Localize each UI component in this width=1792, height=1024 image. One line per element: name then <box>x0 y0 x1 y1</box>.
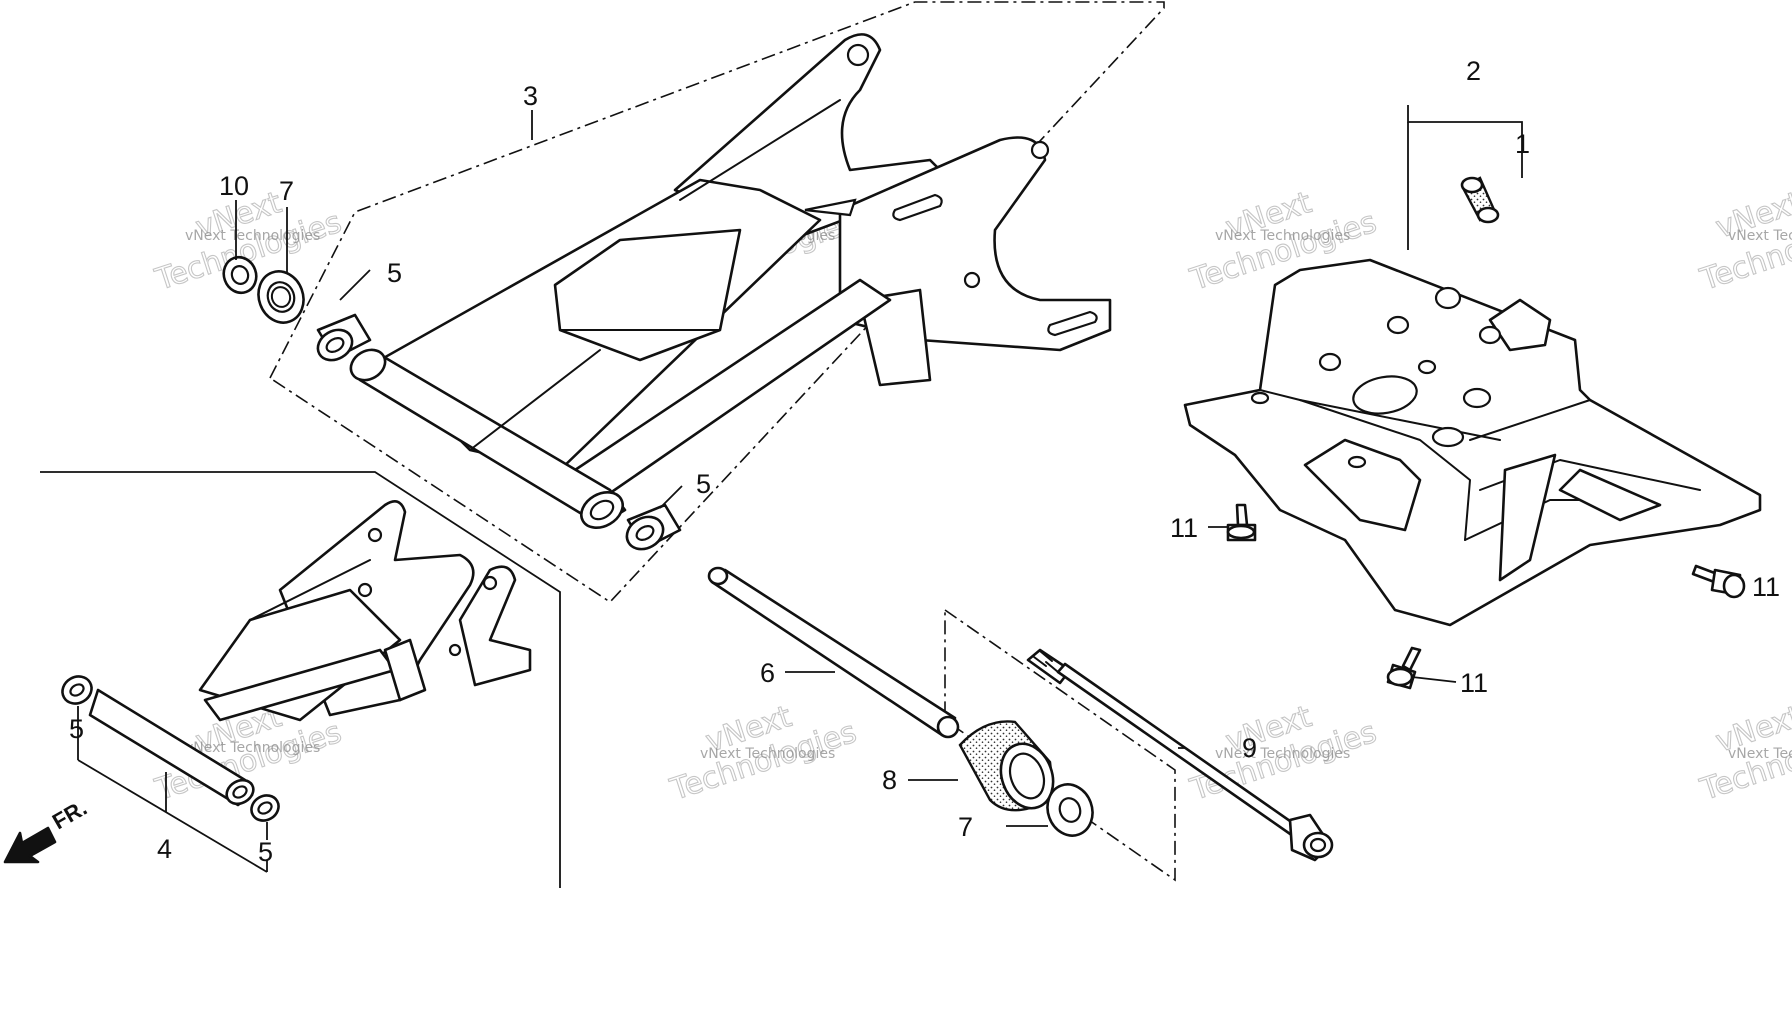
callout-7-b: 7 <box>958 812 973 842</box>
flange-bolt-11-right <box>1691 564 1746 599</box>
svg-text:vNext Technologies: vNext Technologies <box>1215 746 1350 762</box>
callout-3: 3 <box>523 81 538 111</box>
callout-11-c: 11 <box>1460 668 1488 698</box>
callout-8: 8 <box>882 765 897 795</box>
bushing-5-lower <box>625 503 682 551</box>
swingarm-cover-2 <box>1183 258 1762 627</box>
cap-1 <box>1460 176 1500 224</box>
front-direction-arrow: FR. <box>3 795 91 864</box>
callout-10: 10 <box>219 171 249 201</box>
callout-11-b: 11 <box>1752 572 1780 602</box>
pivot-bolt-frame <box>944 608 1176 882</box>
watermark-6: vNext Technologies vNext Technologies <box>665 699 861 809</box>
callout-2: 2 <box>1466 56 1481 86</box>
watermark-7: vNext Technologies vNext Technologies <box>1185 699 1381 809</box>
callout-9: 9 <box>1242 733 1257 763</box>
swingarm-main <box>349 33 1112 529</box>
bushing-5-inset-left <box>61 675 93 705</box>
pivot-bolt-9 <box>1026 648 1334 862</box>
swingarm-inset <box>88 500 532 807</box>
callout-6: 6 <box>760 658 775 688</box>
bushing-5-inset-right <box>250 794 280 822</box>
svg-text:vNext Technologies: vNext Technologies <box>1728 746 1792 762</box>
callout-1: 1 <box>1515 129 1530 159</box>
callout-11-a: 11 <box>1170 513 1198 543</box>
dust-seal-7-upper <box>257 270 305 324</box>
callout-labels: 1 2 3 4 5 5 5 5 6 7 7 8 9 10 11 11 11 <box>69 56 1780 867</box>
callout-5-c: 5 <box>69 714 84 744</box>
bushing-5-upper <box>316 313 372 362</box>
svg-text:vNext Technologies: vNext Technologies <box>700 746 835 762</box>
callout-4: 4 <box>157 834 172 864</box>
svg-text:vNext Technologies: vNext Technologies <box>1215 228 1350 244</box>
callout-5-a: 5 <box>387 258 402 288</box>
pivot-shaft-6 <box>707 566 960 739</box>
watermark-4: vNext Technologies vNext Technologies <box>1695 185 1792 299</box>
dust-seal-7-lower <box>1046 783 1094 837</box>
callout-5-b: 5 <box>696 469 711 499</box>
svg-text:vNext Technologies: vNext Technologies <box>185 228 320 244</box>
watermark-8: vNext Technologies vNext Technologies <box>1695 699 1792 809</box>
inset-frame <box>40 471 561 888</box>
leader-lines <box>77 105 1523 873</box>
callout-7-a: 7 <box>279 176 294 206</box>
svg-text:vNext Technologies: vNext Technologies <box>185 740 320 756</box>
svg-text:FR.: FR. <box>48 795 91 834</box>
flange-bolt-11-bottom <box>1386 646 1422 690</box>
flange-bolt-11-left <box>1226 503 1257 542</box>
svg-text:vNext Technologies: vNext Technologies <box>1728 228 1792 244</box>
collar-10 <box>222 255 258 295</box>
swingarm-assembly-frame <box>268 1 1165 604</box>
callout-5-d: 5 <box>258 837 273 867</box>
needle-bearing-8 <box>958 720 1055 812</box>
